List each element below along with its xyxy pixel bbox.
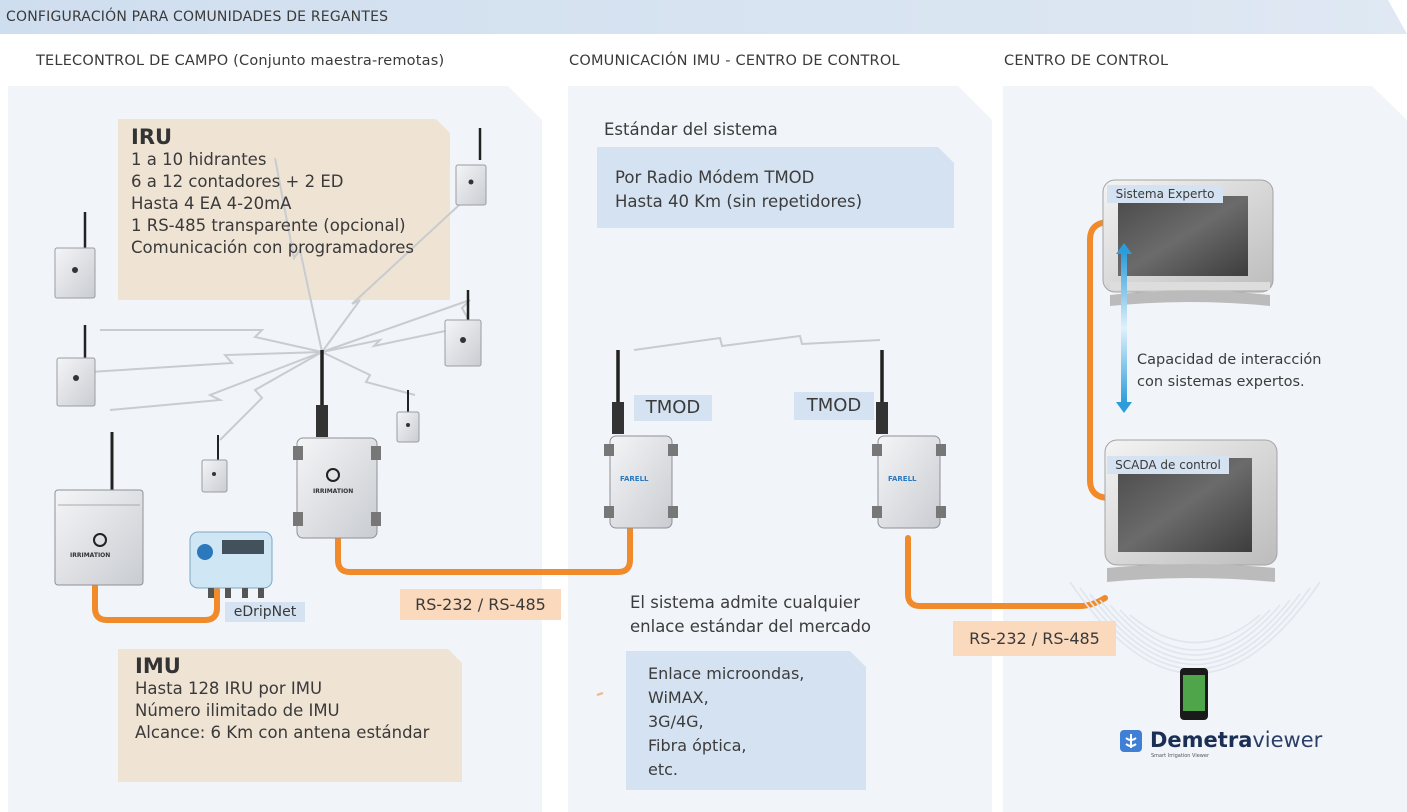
smartphone [1180,668,1208,720]
rs-left-label: RS-232 / RS-485 [400,589,561,620]
links-list-item: 3G/4G, [648,712,704,731]
tmod-left-brand: FARELL [620,475,649,483]
demetra-brand-bold: Demetra [1150,728,1253,752]
demetra-logo-mark [1120,730,1142,752]
links-list-item: Enlace microondas, [648,664,805,683]
column-header-comm: COMUNICACIÓN IMU - CENTRO DE CONTROL [569,53,900,69]
iru-remote-3 [455,128,487,206]
column-header-field: TELECONTROL DE CAMPO (Conjunto maestra-r… [36,53,445,69]
standard-line: Hasta 40 Km (sin repetidores) [615,192,863,211]
iru-title: IRU [131,125,173,149]
any-link-line: El sistema admite cualquier [630,593,860,612]
iru-remote-1 [54,212,96,299]
standard-line: Por Radio Módem TMOD [615,168,815,187]
expert-monitor [1102,179,1274,306]
iru-line: Comunicación con programadores [131,238,414,257]
tmod-right-label: TMOD [794,392,874,420]
interaction-line: con sistemas expertos. [1137,374,1305,390]
main-iru-device [293,350,381,539]
standard-lines: Por Radio Módem TMOD Hasta 40 Km (sin re… [615,166,862,214]
iru-remote-6 [201,435,228,493]
imu-brand-label: IRRIMATION [70,552,111,559]
iru-line: 1 RS-485 transparente (opcional) [131,216,406,235]
links-box [626,651,866,790]
edripnet-label: eDripNet [225,602,305,622]
tmod-right-brand: FARELL [888,475,917,483]
tmod-left-device [604,350,678,529]
banner-bar [0,0,1407,34]
scada-label: SCADA de control [1107,456,1229,474]
imu-line: Alcance: 6 Km con antena estándar [135,723,430,742]
banner-title: CONFIGURACIÓN PARA COMUNIDADES DE REGANT… [6,9,389,25]
interaction-text: Capacidad de interacción con sistemas ex… [1137,349,1321,393]
rs-right-label: RS-232 / RS-485 [953,621,1116,656]
iru-remote-4 [444,290,482,367]
imu-panel: IMU Hasta 128 IRU por IMU Número ilimita… [135,654,429,744]
interaction-line: Capacidad de interacción [1137,352,1322,368]
iru-line: 6 a 12 contadores + 2 ED [131,172,344,191]
tmod-left-label: TMOD [634,395,712,421]
demetra-viewer-logo: Demetraviewer [1150,728,1322,752]
imu-title: IMU [135,654,181,678]
panel-comm [568,86,992,812]
any-link-text: El sistema admite cualquier enlace están… [630,591,871,639]
links-list-item: WiMAX, [648,688,709,707]
iru-line: 1 a 10 hidrantes [131,150,267,169]
iru-panel: IRU 1 a 10 hidrantes 6 a 12 contadores +… [131,125,414,259]
radio-links [89,157,881,441]
iru-line: Hasta 4 EA 4-20mA [131,194,292,213]
imu-device [54,432,144,586]
iru-remote-2 [56,325,96,407]
interaction-arrow [1116,243,1132,413]
standard-heading: Estándar del sistema [604,120,778,139]
edripnet-device [189,531,273,598]
demetra-tagline: Smart Irrigation Viewer [1151,753,1210,759]
iru-remote-5 [396,390,420,443]
tmod-right-device [872,350,946,529]
links-list-item: Fibra óptica, [648,736,747,755]
imu-line: Hasta 128 IRU por IMU [135,679,323,698]
iru-brand-label: IRRIMATION [313,488,354,495]
column-header-control: CENTRO DE CONTROL [1004,53,1169,69]
standard-box [597,147,954,228]
expert-system-label: Sistema Experto [1107,185,1223,203]
any-link-line: enlace estándar del mercado [630,617,872,636]
imu-box [118,649,462,782]
links-list: Enlace microondas, WiMAX, 3G/4G, Fibra ó… [648,662,804,782]
imu-line: Número ilimitado de IMU [135,701,340,720]
demetra-brand-light: viewer [1252,728,1323,752]
links-list-item: etc. [648,760,678,779]
